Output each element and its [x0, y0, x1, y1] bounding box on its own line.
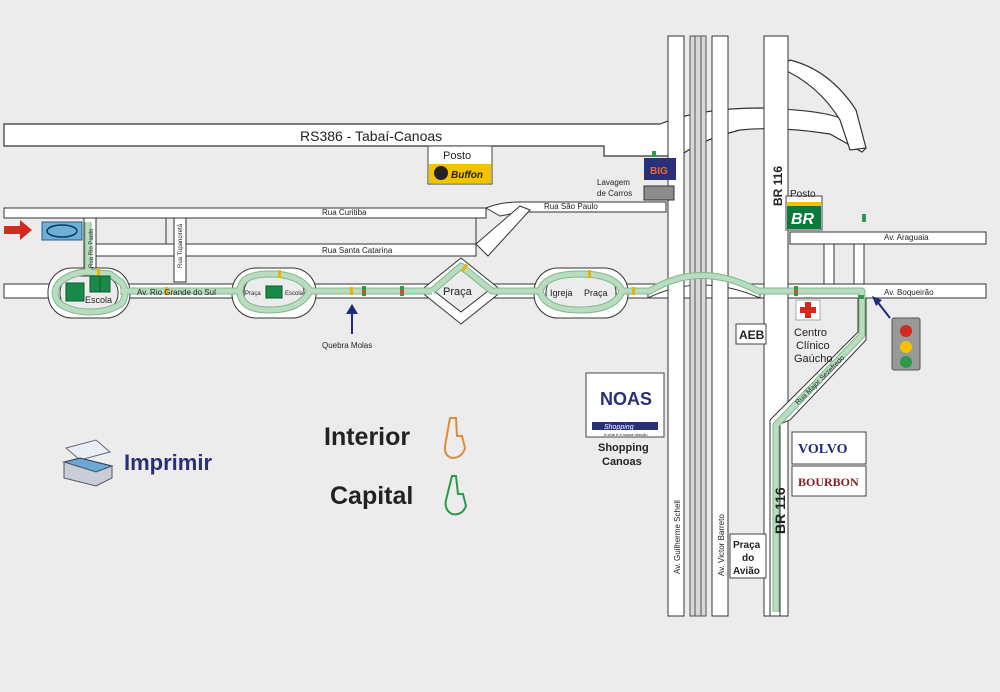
label-praca-small: Praça: [245, 291, 261, 297]
posto-br: [785, 195, 823, 231]
route-path: [51, 222, 866, 612]
label-escola-1: Escola: [85, 295, 112, 305]
posto-buffon: [427, 145, 493, 185]
interior-hand-icon: [443, 417, 467, 460]
label-centro-3: Gaúcho: [794, 353, 833, 365]
label-buffon: Buffon: [451, 170, 483, 181]
label-igreja: Igreja: [550, 288, 573, 298]
label-aviao-1: Praça: [733, 540, 761, 551]
label-lavagem-2: de Carros: [597, 189, 632, 198]
label-posto-br: Posto: [790, 189, 816, 200]
label-araguaia: Av. Araguaia: [884, 233, 929, 242]
label-guilherme-schell: Av. Guilherme Schell: [673, 500, 682, 574]
label-shopping-name-2: Canoas: [602, 456, 642, 468]
quebra-molas-arrow-icon: [346, 304, 358, 334]
label-br116-top: BR 116: [771, 166, 785, 206]
capital-hand-icon: [444, 475, 468, 516]
label-br: BR: [791, 211, 815, 228]
label-bourbon: BOURBON: [798, 475, 859, 489]
label-centro-1: Centro: [794, 327, 827, 339]
label-volvo: VOLVO: [798, 442, 848, 457]
start-arrow-icon: [4, 220, 32, 240]
label-shopping-logo: NOAS: [600, 389, 652, 409]
label-santa-catarina: Rua Santa Catarina: [322, 246, 393, 255]
label-aeb: AEB: [739, 328, 765, 342]
label-curitiba: Rua Curitiba: [322, 208, 367, 217]
label-shopping-name-1: Shopping: [598, 442, 649, 454]
label-lavagem-1: Lavagem: [597, 178, 630, 187]
traffic-marks: [97, 151, 866, 299]
label-centro-2: Clínico: [796, 340, 830, 352]
railway: [667, 35, 789, 617]
label-shopping-sub: Shopping: [604, 424, 634, 431]
label-shopping-tag: A vida é a nossa direção: [604, 432, 648, 437]
label-boqueirao: Av. Boqueirão: [884, 288, 934, 297]
label-posto-buffon: Posto: [443, 150, 471, 162]
label-tupancireta: Rua Tupanciretã: [178, 223, 184, 268]
printer-icon[interactable]: [62, 439, 114, 487]
print-label: Imprimir: [124, 450, 213, 475]
legend-capital: Capital: [330, 482, 414, 510]
label-victor-barreto: Av. Victor Barreto: [717, 514, 726, 576]
label-praca-igreja: Praça: [584, 288, 608, 298]
school-fields: [65, 275, 283, 302]
label-big: BIG: [650, 166, 668, 177]
legend-interior: Interior: [324, 423, 411, 451]
big-store-icon: [644, 158, 676, 180]
label-rio-pardo: Rua Rio Pardo: [89, 228, 95, 268]
label-rio-grande: Av. Rio Grande do Sul: [137, 288, 216, 297]
label-aviao-3: Avião: [733, 566, 760, 577]
label-br116-bottom: BR 116: [772, 487, 788, 534]
label-escola-2: Escola: [285, 291, 304, 297]
label-sao-paulo: Rua São Paulo: [544, 202, 598, 211]
lavagem-icon: [643, 185, 675, 201]
print-button[interactable]: Imprimir: [62, 440, 262, 490]
traffic-light-icon: [872, 296, 921, 371]
label-quebra-molas: Quebra Molas: [322, 341, 372, 350]
label-aviao-2: do: [742, 553, 754, 564]
label-rs386: RS386 - Tabaí-Canoas: [300, 128, 442, 144]
shopping-canoas-logo: [585, 372, 665, 438]
label-praca-center: Praça: [443, 286, 473, 298]
